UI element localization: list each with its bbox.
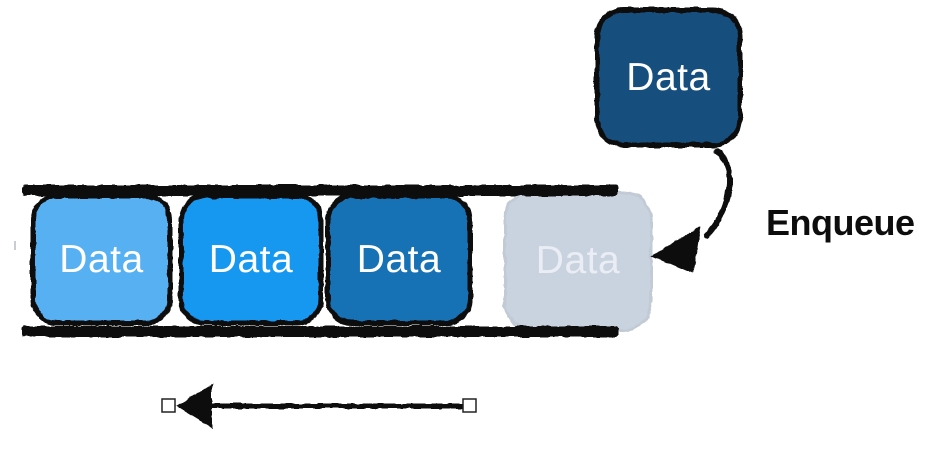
incoming-data-box-label: Data: [626, 55, 711, 99]
queue-slot-3-label: Data: [356, 237, 442, 281]
queue-slot-3-shape: [325, 193, 473, 326]
queue-rail-bottom: [22, 326, 618, 337]
arrow-endpoint-handle-left: [161, 398, 176, 413]
queue-slot-1-shape: [30, 193, 173, 326]
queue-slot-1-label: Data: [59, 237, 144, 281]
enqueue-curved-arrow-icon: [651, 148, 733, 274]
queue-slot-placeholder-label: Data: [535, 239, 621, 282]
incoming-data-box-shape: [594, 7, 743, 148]
queue-slot-2-shape: [178, 193, 324, 326]
stray-pen-mark: [14, 241, 16, 250]
queue-direction-arrow-icon: [176, 384, 468, 428]
arrow-endpoint-handle-right: [462, 398, 477, 413]
queue-slot-2-label: Data: [208, 237, 294, 281]
enqueue-operation-label: Enqueue: [766, 202, 915, 243]
queue-rail-top: [22, 185, 618, 196]
